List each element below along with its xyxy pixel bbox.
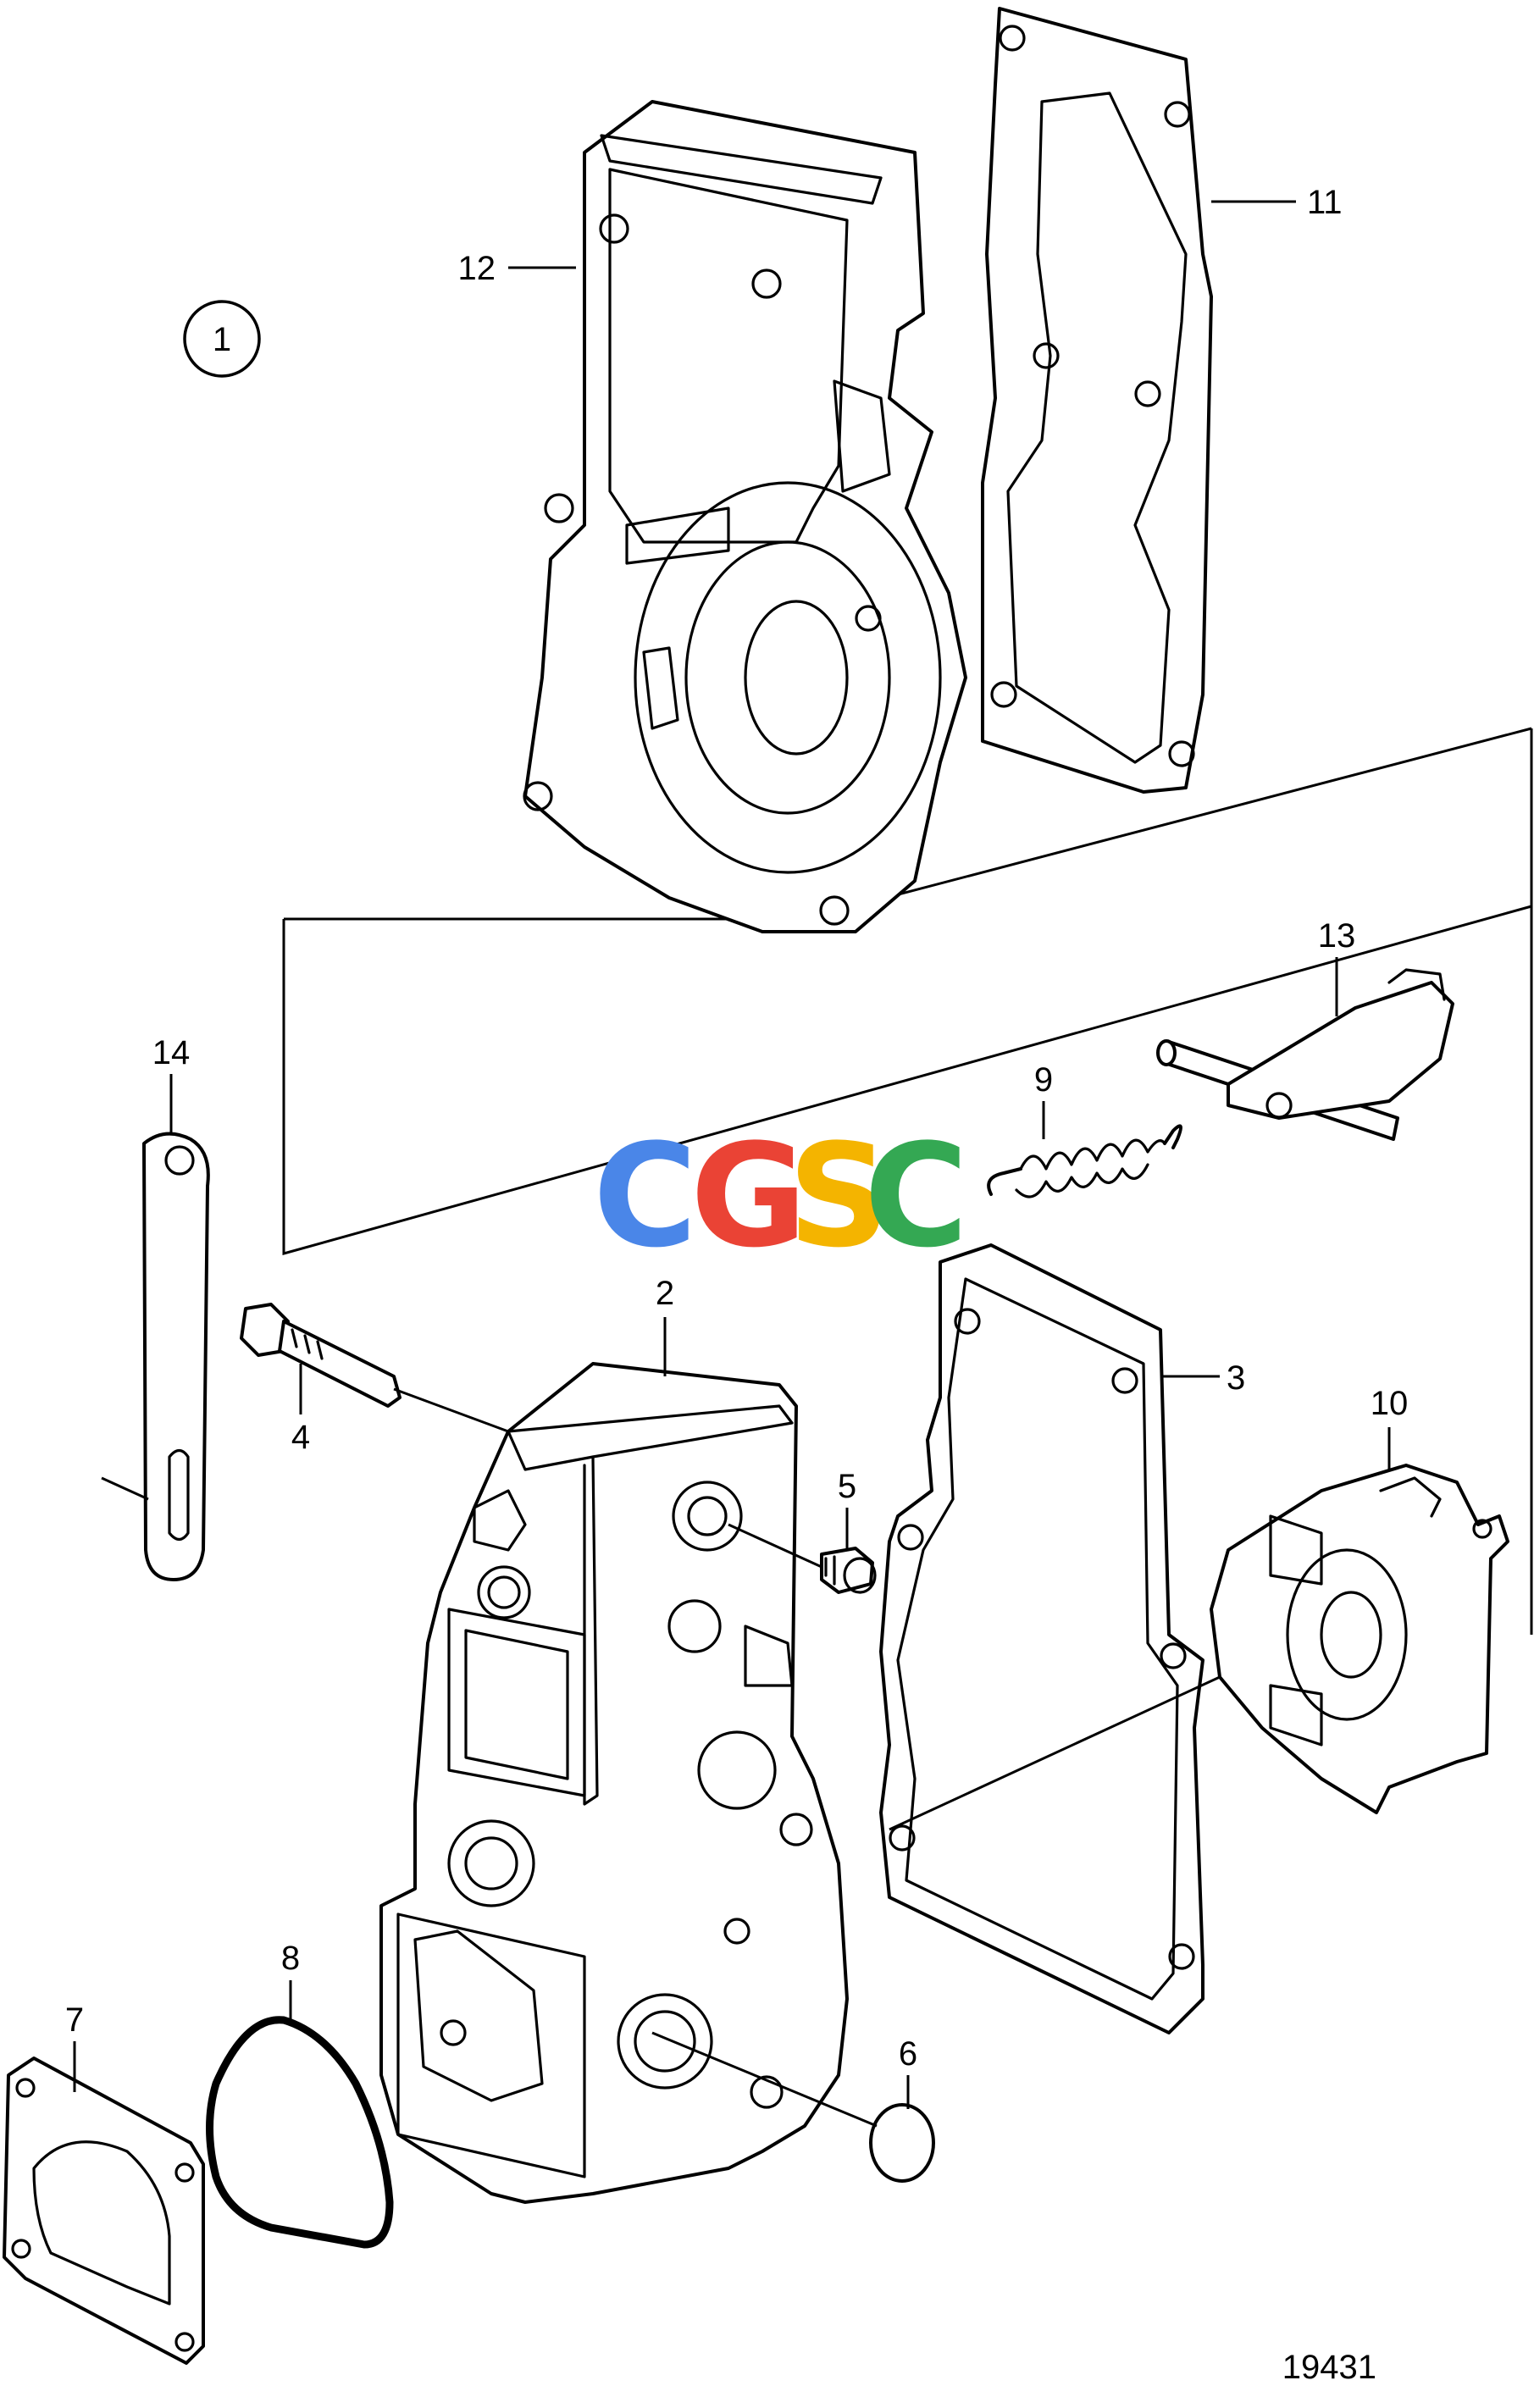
- callout-5: 5: [838, 1468, 856, 1550]
- watermark-letter-1: C: [593, 1113, 697, 1279]
- callout-3: 3: [1160, 1359, 1245, 1397]
- callout-8: 8: [281, 1940, 300, 2024]
- watermark: C G S C: [593, 1113, 968, 1279]
- part-14-link-strap: [142, 1132, 210, 1581]
- figure-callout-number: 1: [213, 321, 231, 358]
- svg-text:6: 6: [899, 2035, 917, 2073]
- part-12-governor-housing: [523, 100, 967, 933]
- watermark-letter-2: G: [690, 1113, 807, 1279]
- part-11-gasket: [981, 7, 1213, 794]
- o-ring-axis-line: [651, 2031, 878, 2128]
- figure-callout: 1: [183, 300, 261, 378]
- callout-2: 2: [656, 1275, 674, 1376]
- callout-12: 12: [458, 250, 576, 287]
- part-8-seal-ring: [206, 2016, 394, 2249]
- svg-text:5: 5: [838, 1468, 856, 1505]
- gasket-axis-line: [889, 1675, 1221, 1831]
- svg-text:14: 14: [152, 1034, 191, 1071]
- callout-7: 7: [65, 2001, 84, 2092]
- svg-text:10: 10: [1371, 1385, 1409, 1422]
- part-7-cover-plate: [3, 2056, 205, 2365]
- svg-text:12: 12: [458, 250, 496, 287]
- svg-text:4: 4: [291, 1419, 310, 1456]
- svg-text:11: 11: [1307, 184, 1343, 221]
- svg-text:7: 7: [65, 2001, 84, 2039]
- svg-text:8: 8: [281, 1940, 300, 1977]
- part-6-o-ring: [869, 2103, 935, 2183]
- screw-axis-line: [393, 1387, 509, 1433]
- callout-11: 11: [1211, 184, 1343, 221]
- strap-axis-line: [101, 1476, 149, 1501]
- watermark-letter-3: S: [788, 1113, 890, 1279]
- callout-14: 14: [152, 1034, 191, 1135]
- plug-axis-line: [728, 1523, 822, 1569]
- svg-text:13: 13: [1318, 917, 1356, 955]
- part-13-lever-assembly: [1156, 968, 1454, 1141]
- drawing-number: 19431: [1282, 2349, 1376, 2386]
- svg-text:2: 2: [656, 1275, 674, 1312]
- part-10-end-cover: [1210, 1464, 1509, 1814]
- callout-13: 13: [1318, 917, 1356, 1016]
- callout-6: 6: [899, 2035, 917, 2109]
- svg-text:9: 9: [1034, 1061, 1053, 1099]
- part-9-spring: [987, 1124, 1182, 1198]
- part-2-governor-body: [379, 1362, 849, 2204]
- callout-4: 4: [291, 1364, 310, 1456]
- callout-10: 10: [1371, 1385, 1409, 1470]
- callout-9: 9: [1034, 1061, 1053, 1139]
- part-3-gasket: [879, 1243, 1204, 2034]
- part-5-plug: [820, 1547, 877, 1594]
- watermark-letter-4: C: [864, 1113, 968, 1279]
- part-4-screw: [240, 1303, 401, 1408]
- svg-text:3: 3: [1227, 1359, 1245, 1397]
